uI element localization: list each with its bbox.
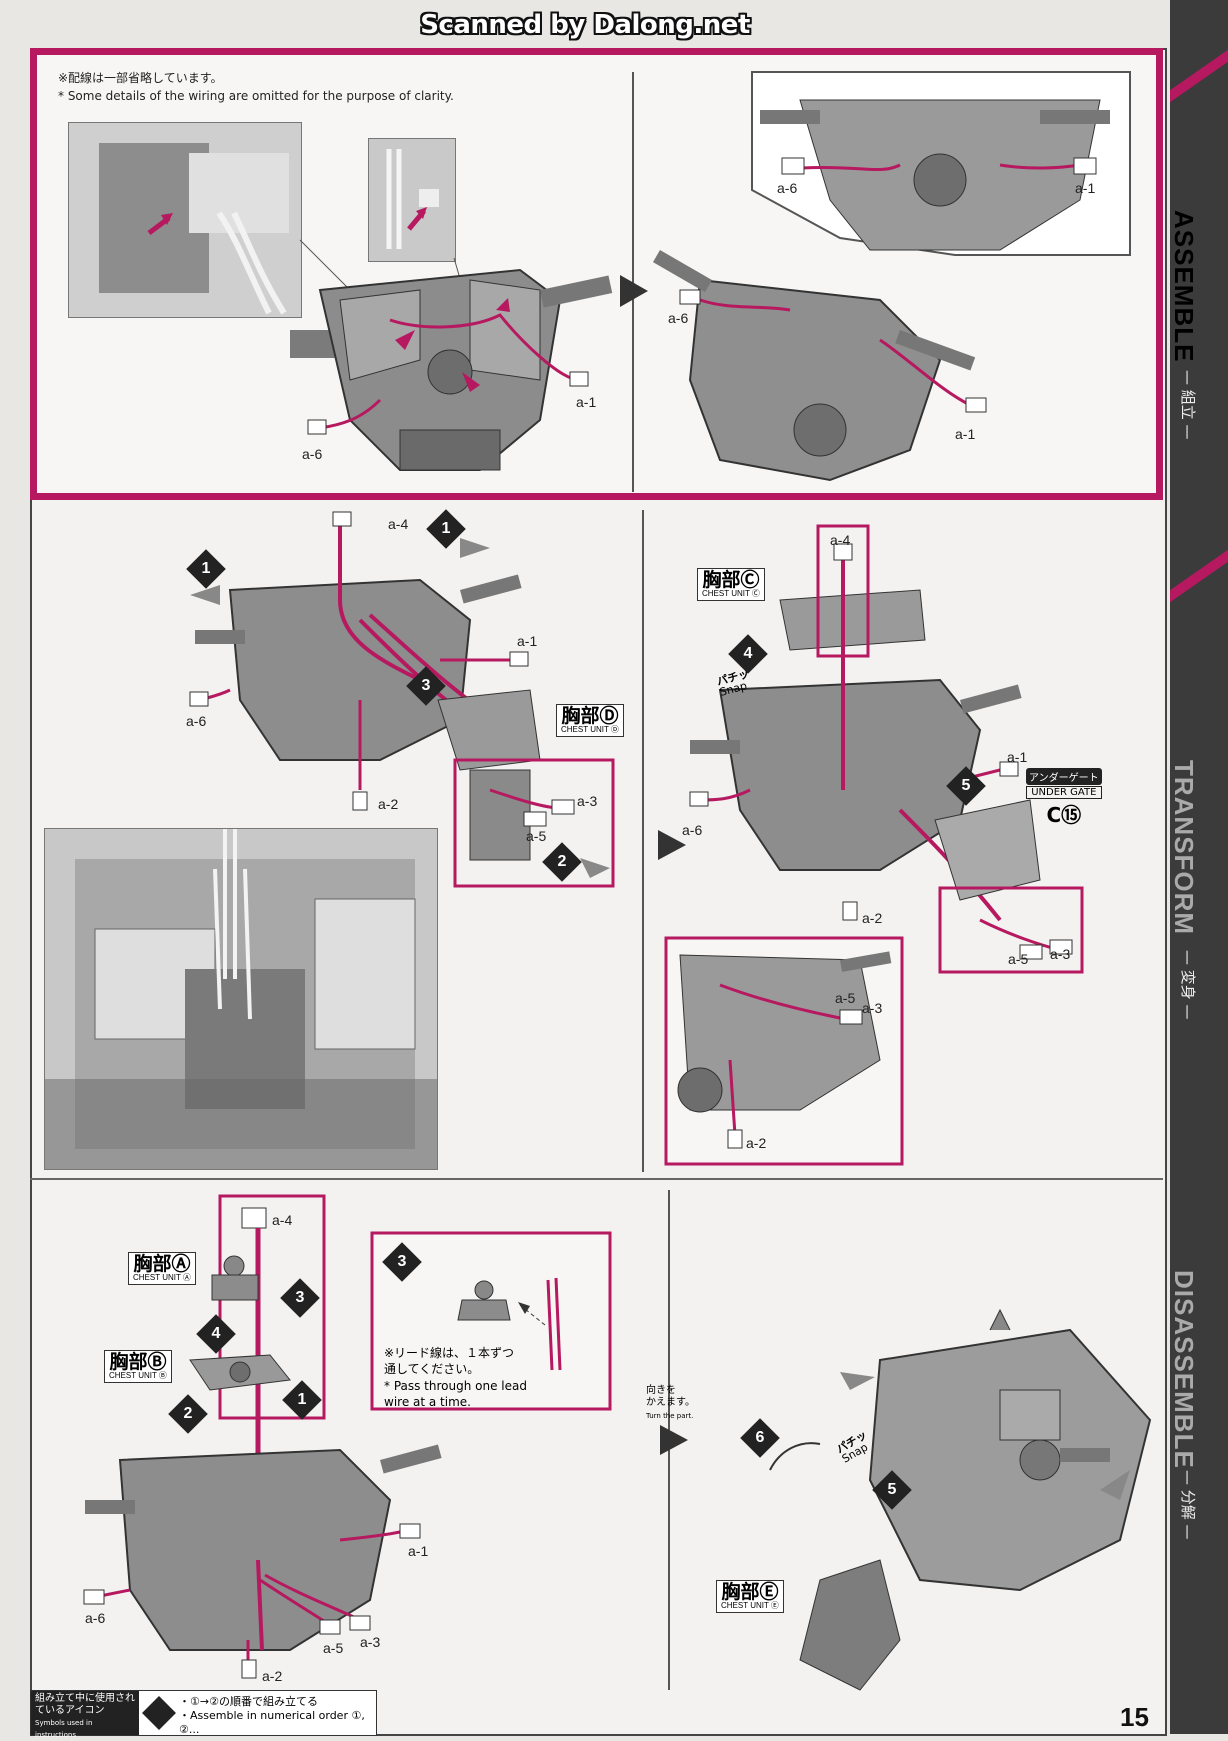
mid-label-a4-right: a-4 bbox=[830, 532, 851, 548]
step-4-badge: 4 bbox=[728, 634, 768, 674]
under-gate-label: アンダーゲート UNDER GATE C⑮ bbox=[1026, 768, 1102, 828]
wiring-note-en: * Some details of the wiring are omitted… bbox=[58, 89, 454, 103]
numbered-step-icon bbox=[142, 1696, 176, 1730]
chest-unit-c-label: 胸部Ⓒ CHEST UNIT Ⓒ bbox=[697, 568, 765, 601]
mid-label-a2-inset: a-2 bbox=[746, 1135, 767, 1151]
step-1-bottom: 1 bbox=[282, 1380, 322, 1420]
top-label-a1-inset: a-1 bbox=[1075, 180, 1096, 196]
mid-label-a5-inset: a-5 bbox=[835, 990, 856, 1006]
assembly-steps-panel bbox=[30, 503, 1163, 1180]
step-2-bottom: 2 bbox=[168, 1394, 208, 1434]
icon-legend: 組み立て中に使用されているアイコン Symbols used in instru… bbox=[30, 1690, 377, 1739]
mid-label-a2-right: a-2 bbox=[862, 910, 883, 926]
sidebar-transform: TRANSFORM bbox=[1169, 760, 1199, 936]
icon-legend-title: 組み立て中に使用されているアイコン Symbols used in instru… bbox=[31, 1691, 139, 1739]
assembly-photo bbox=[44, 828, 438, 1170]
step-1-badge-b: 1 bbox=[426, 509, 466, 549]
mid-label-a3: a-3 bbox=[577, 793, 598, 809]
wiring-photo-right bbox=[368, 138, 456, 262]
wiring-photo-left bbox=[68, 122, 302, 318]
chest-unit-b-label: 胸部Ⓑ CHEST UNIT Ⓑ bbox=[104, 1350, 172, 1383]
page-number: 15 bbox=[1120, 1702, 1149, 1732]
top-label-a1-left: a-1 bbox=[576, 394, 597, 410]
step-4-bottom: 4 bbox=[196, 1314, 236, 1354]
mid-label-a2: a-2 bbox=[378, 796, 399, 812]
lead-wire-note-ja: ※リード線は、１本ずつ 通してください。 bbox=[384, 1346, 515, 1376]
turn-note-ja: 向きを かえます。 bbox=[646, 1385, 695, 1408]
mid-label-a4: a-4 bbox=[388, 516, 409, 532]
mid-label-a1-right: a-1 bbox=[1007, 749, 1028, 765]
step-2-badge: 2 bbox=[542, 842, 582, 882]
mid-label-a5-right: a-5 bbox=[1008, 951, 1029, 967]
bot-label-a2: a-2 bbox=[262, 1668, 283, 1684]
sidebar-assemble: ASSEMBLE bbox=[1169, 210, 1199, 363]
chest-unit-e-label: 胸部Ⓔ CHEST UNIT Ⓔ bbox=[716, 1580, 784, 1613]
bot-label-a1: a-1 bbox=[408, 1543, 429, 1559]
scan-credit: Scanned by Dalong.net bbox=[420, 10, 750, 40]
disassembly-diagrams bbox=[83, 1194, 1152, 1691]
turn-note-en: Turn the part. bbox=[646, 1412, 694, 1420]
step-5-badge: 5 bbox=[946, 766, 986, 806]
step-3-bottom: 3 bbox=[280, 1278, 320, 1318]
mid-label-a3-inset: a-3 bbox=[862, 1000, 883, 1016]
mid-label-a6-right: a-6 bbox=[682, 822, 703, 838]
top-label-a6-right: a-6 bbox=[668, 310, 689, 326]
bot-label-a3: a-3 bbox=[360, 1634, 381, 1650]
step-5-bottom: 5 bbox=[872, 1470, 912, 1510]
sidebar-assemble-ja: — 組立 — bbox=[1179, 370, 1197, 440]
section-sidebar: ASSEMBLE — 組立 — TRANSFORM — 変身 — DISASSE… bbox=[1169, 0, 1228, 1734]
top-label-a1-right: a-1 bbox=[955, 426, 976, 442]
assembly-diagrams-middle bbox=[189, 511, 1084, 1166]
top-label-a6-inset: a-6 bbox=[777, 180, 798, 196]
bot-label-a5: a-5 bbox=[323, 1640, 344, 1656]
chest-unit-d-label: 胸部Ⓓ CHEST UNIT Ⓓ bbox=[556, 704, 624, 737]
sidebar-disassemble-ja: — 分解 — bbox=[1179, 1470, 1197, 1540]
mid-label-a6: a-6 bbox=[186, 713, 207, 729]
icon-legend-order: ・①→②の順番で組み立てる ・Assemble in numerical ord… bbox=[179, 1695, 365, 1736]
wiring-diagrams-top bbox=[290, 71, 1131, 482]
chest-unit-a-label: 胸部Ⓐ CHEST UNIT Ⓐ bbox=[128, 1252, 196, 1285]
step-6-bottom: 6 bbox=[740, 1418, 780, 1458]
top-divider bbox=[632, 72, 634, 492]
step-3-note-badge: 3 bbox=[382, 1242, 422, 1282]
wiring-note-ja: ※配線は一部省略しています。 bbox=[58, 71, 223, 85]
middle-divider bbox=[642, 510, 644, 1172]
sidebar-disassemble: DISASSEMBLE bbox=[1169, 1270, 1199, 1469]
bot-label-a4: a-4 bbox=[272, 1212, 293, 1228]
sidebar-transform-ja: — 変身 — bbox=[1179, 950, 1197, 1020]
top-label-a6-left: a-6 bbox=[302, 446, 323, 462]
bot-label-a6: a-6 bbox=[85, 1610, 106, 1626]
mid-label-a5: a-5 bbox=[526, 828, 547, 844]
mid-label-a3-right: a-3 bbox=[1050, 946, 1071, 962]
mid-label-a1: a-1 bbox=[517, 633, 538, 649]
step-3-badge: 3 bbox=[406, 666, 446, 706]
lead-wire-note-en: * Pass through one lead wire at a time. bbox=[384, 1379, 527, 1409]
step-1-badge: 1 bbox=[186, 549, 226, 589]
